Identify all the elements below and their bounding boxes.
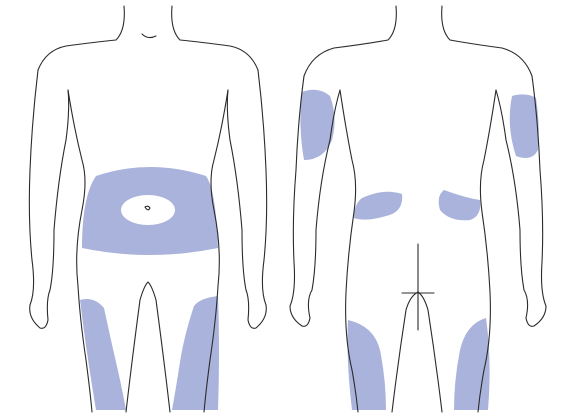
back-injection-zones [300, 90, 538, 410]
right-flank-zone [439, 190, 481, 220]
right-upper-arm-zone [510, 94, 539, 158]
left-thigh-zone [80, 299, 126, 410]
back-view [290, 6, 546, 412]
back-body-outline [290, 6, 546, 412]
front-injection-zones [80, 167, 219, 410]
left-flank-zone [354, 192, 402, 220]
front-view [29, 6, 266, 412]
left-buttock-thigh-zone [348, 320, 387, 410]
left-upper-arm-zone [300, 90, 334, 160]
right-buttock-thigh-zone [454, 318, 490, 410]
right-thigh-zone [172, 296, 219, 410]
